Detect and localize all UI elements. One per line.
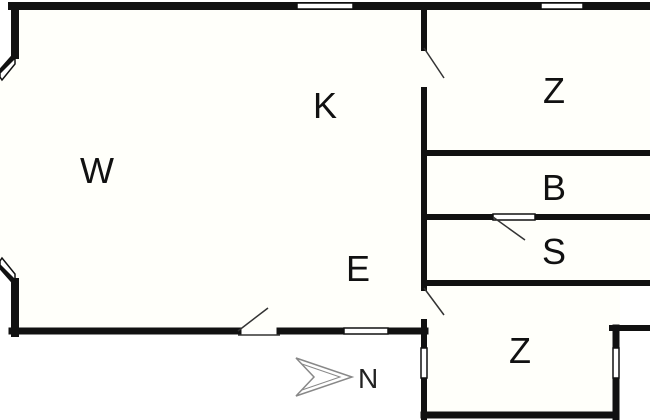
floor-areas bbox=[0, 8, 650, 418]
floor-bottom-room bbox=[420, 283, 620, 418]
door-entrance bbox=[237, 307, 269, 332]
compass-arrow-icon bbox=[295, 357, 355, 397]
window-top-left bbox=[296, 2, 354, 10]
wall-bay-upper bbox=[0, 51, 19, 76]
room-label-bottom: Z bbox=[509, 330, 531, 371]
window-bottom-room-left bbox=[420, 347, 428, 379]
room-label-storage: S bbox=[542, 231, 566, 272]
room-label-top-right: Z bbox=[543, 70, 565, 111]
window-top-right bbox=[540, 2, 584, 10]
doors bbox=[237, 47, 526, 336]
window-bottom-room-right bbox=[612, 347, 620, 379]
window-storage-top bbox=[492, 213, 536, 221]
room-label-entrance: E bbox=[346, 248, 370, 289]
compass-label: N bbox=[358, 363, 378, 394]
wall-bay-lower bbox=[0, 262, 19, 287]
floor-right-block bbox=[420, 8, 650, 283]
room-label-kitchen: K bbox=[313, 85, 337, 126]
compass: N bbox=[295, 357, 378, 397]
room-label-living: W bbox=[80, 150, 114, 191]
room-labels: W K E Z B S Z bbox=[80, 70, 566, 371]
compass-arrow-inner bbox=[301, 363, 342, 391]
floor-main bbox=[0, 8, 420, 330]
room-label-bathroom: B bbox=[542, 167, 566, 208]
door-storage bbox=[492, 216, 526, 241]
window-bottom-center bbox=[343, 327, 389, 335]
door-top-right-room bbox=[423, 47, 445, 79]
window-bay-upper bbox=[0, 56, 16, 82]
windows bbox=[0, 2, 620, 379]
door-bottom-room bbox=[423, 287, 445, 316]
window-bay-lower bbox=[0, 256, 16, 282]
